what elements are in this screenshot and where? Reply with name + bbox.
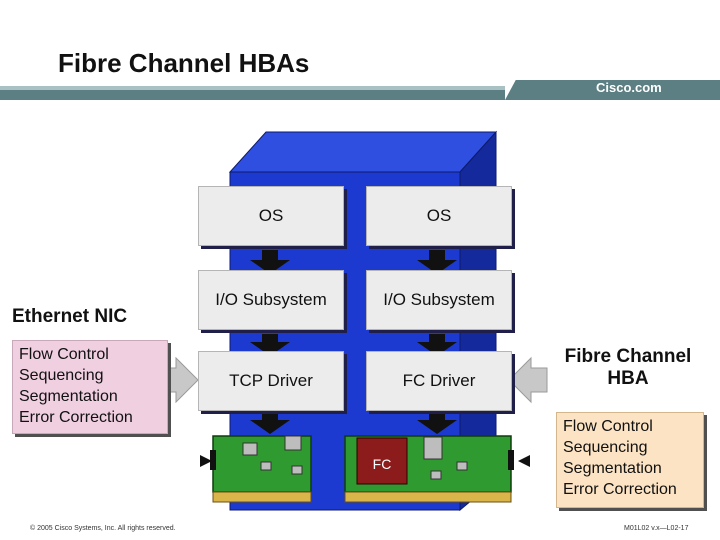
card-chip [284,435,302,451]
feature-item: Error Correction [563,481,677,498]
header-bar [0,80,720,102]
card-chip [456,461,468,471]
brand-logo-text: Cisco.com [596,80,662,95]
io-subsystem-box-left: I/O Subsystem [198,270,344,330]
feature-item: Flow Control [563,418,653,435]
fc-hba-title-line2: HBA [607,368,649,389]
card-chip [430,470,442,480]
feature-item: Flow Control [19,346,109,363]
os-box-right: OS [366,186,512,246]
ethernet-nic-title: Ethernet NIC [12,306,128,327]
server-top-face [228,131,498,173]
card-chip [291,465,303,475]
down-arrow [417,334,457,356]
tcp-driver-box: TCP Driver [198,351,344,411]
ethernet-nic-features: Flow Control Sequencing Segmentation Err… [12,340,168,434]
down-arrow [250,412,290,434]
feature-item: Segmentation [19,388,118,405]
down-arrow [250,334,290,356]
fc-chip [356,437,408,485]
down-arrows [250,250,457,434]
footer-copyright: © 2005 Cisco Systems, Inc. All rights re… [30,525,176,532]
fc-driver-box: FC Driver [366,351,512,411]
card-chip [242,442,258,456]
os-box-left: OS [198,186,344,246]
fc-hba-features: Flow Control Sequencing Segmentation Err… [556,412,704,508]
fc-hba-card [344,435,514,503]
ethernet-nic-card [210,435,312,503]
feature-item: Sequencing [19,367,104,384]
feature-item: Sequencing [563,439,648,456]
down-arrow [417,412,457,434]
hba-edge-arrow [518,455,530,467]
fc-hba-title-line1: Fibre Channel [564,346,692,367]
footer-slide-code: M01L02 v.x—L02-17 [624,525,689,532]
fc-hba-title: Fibre Channel HBA [540,346,716,390]
feature-item: Segmentation [563,460,662,477]
down-arrow [417,250,457,274]
fc-chip-label: FC [372,456,392,472]
io-subsystem-box-right: I/O Subsystem [366,270,512,330]
hba-feature-arrow [508,356,548,404]
card-chip [260,461,272,471]
nic-edge-arrow [200,455,212,467]
card-chip [423,436,443,460]
down-arrow [250,250,290,274]
feature-item: Error Correction [19,409,133,426]
slide-title: Fibre Channel HBAs [58,48,310,78]
